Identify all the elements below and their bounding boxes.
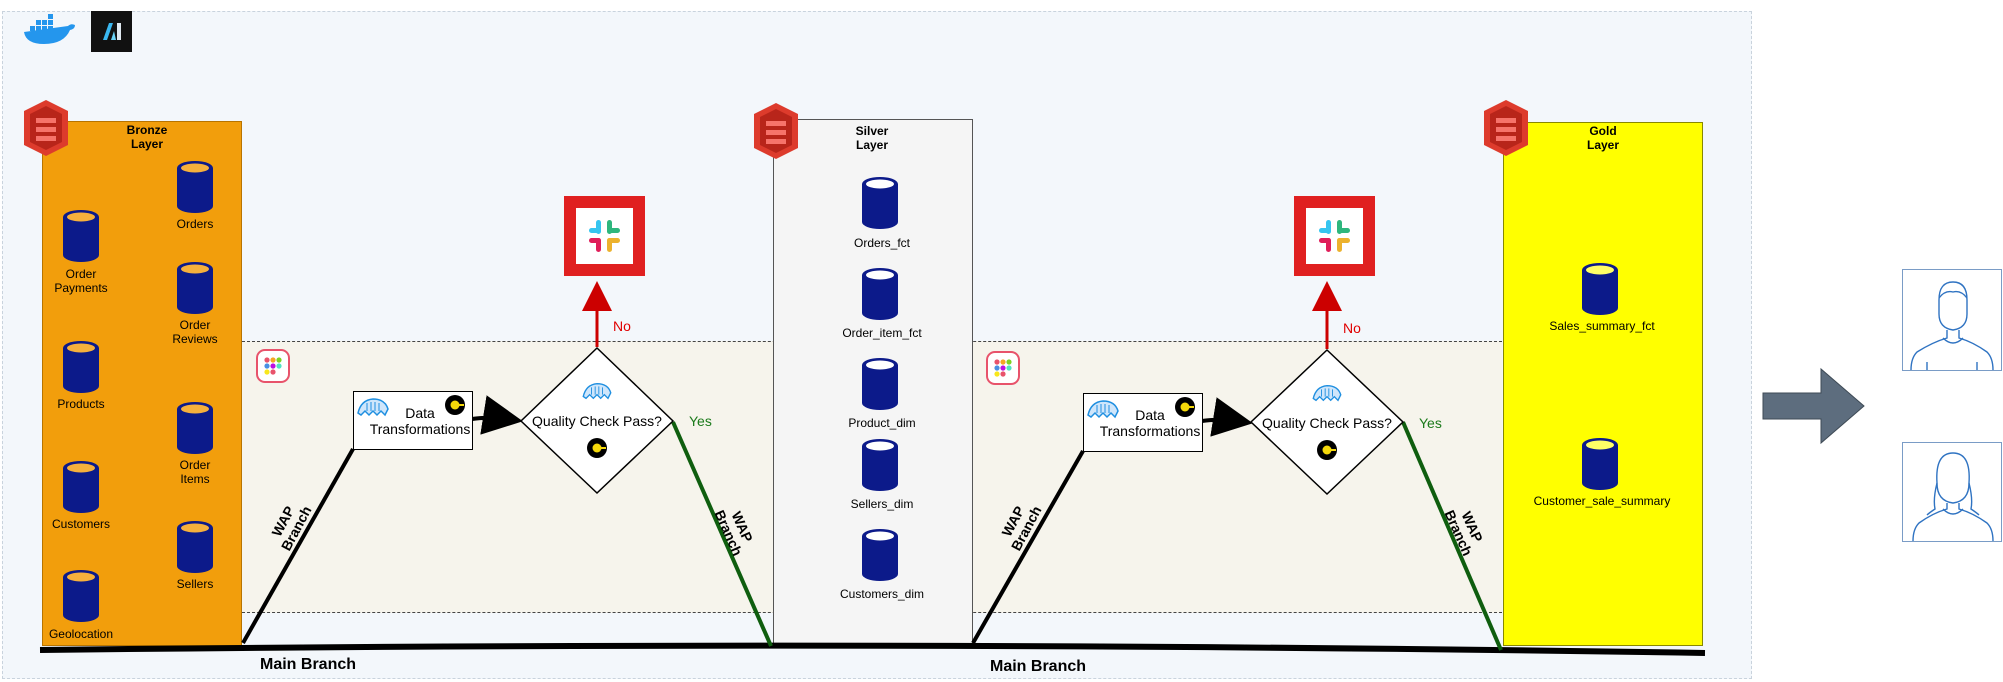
quality-icon xyxy=(986,351,1020,385)
soda-icon xyxy=(1175,397,1195,417)
lakefs-icon xyxy=(1087,400,1119,419)
database-icon xyxy=(862,358,898,410)
silver-label: Product_dim xyxy=(848,416,916,430)
database-icon xyxy=(1582,263,1618,315)
bronze-label: Sellers xyxy=(176,577,214,591)
data-transformations-label: Data Transformations xyxy=(369,404,471,437)
bronze-table-sellers xyxy=(175,521,215,578)
database-icon xyxy=(63,341,99,393)
slack-icon-container xyxy=(576,208,633,264)
bronze-label: Orders xyxy=(176,217,214,231)
silver-layer-title: Silver Layer xyxy=(855,124,889,152)
soda-icon xyxy=(1317,440,1337,460)
bronze-table-order-payments xyxy=(61,210,101,267)
gold-layer xyxy=(1503,122,1703,646)
database-icon xyxy=(177,262,213,314)
airflow-icon xyxy=(91,11,132,52)
main-branch-line xyxy=(39,642,1706,656)
wap-merge-line xyxy=(671,421,773,647)
database-icon xyxy=(862,439,898,491)
gold-layer-title: Gold Layer xyxy=(1586,124,1620,152)
quality-check-diamond xyxy=(1249,348,1405,496)
lakefs-icon xyxy=(582,382,612,400)
soda-icon xyxy=(587,438,607,458)
bronze-label: Order Items xyxy=(179,458,211,486)
database-icon xyxy=(177,161,213,213)
silver-label: Customers_dim xyxy=(839,587,925,601)
no-label: No xyxy=(1343,320,1361,336)
quality-check-label: Quality Check Pass? xyxy=(1262,415,1392,431)
gold-table-sales-summary-fct xyxy=(1582,263,1622,320)
bronze-table-customers xyxy=(61,461,101,518)
soda-icon xyxy=(445,395,465,415)
wap-merge-line xyxy=(1401,421,1503,651)
silver-table-product-dim xyxy=(862,358,902,415)
user-avatar xyxy=(1902,442,2002,542)
slack-icon-container xyxy=(1306,208,1363,264)
user-icon xyxy=(1910,281,1994,371)
transform-to-quality-arrow xyxy=(1201,397,1253,437)
slack-icon xyxy=(1319,220,1350,252)
bronze-label: Customers xyxy=(51,517,110,531)
user-avatar xyxy=(1902,269,2002,371)
bronze-table-geolocation xyxy=(61,570,101,627)
bronze-layer-title: Bronze Layer xyxy=(126,123,168,151)
silver-table-orders-fct xyxy=(862,177,902,234)
no-label: No xyxy=(613,318,631,334)
slack-alert xyxy=(564,196,645,276)
aws-s3-icon xyxy=(24,100,68,156)
gold-table-customer-sale-summary xyxy=(1582,438,1622,495)
bronze-table-order-items xyxy=(175,402,215,459)
data-transformations-box: Data Transformations xyxy=(1083,393,1203,452)
lakefs-icon xyxy=(357,398,389,417)
quality-check-label: Quality Check Pass? xyxy=(532,413,662,429)
silver-label: Sellers_dim xyxy=(850,497,914,511)
silver-table-order-item-fct xyxy=(862,268,902,325)
database-icon xyxy=(63,461,99,513)
database-icon xyxy=(177,402,213,454)
transform-to-quality-arrow xyxy=(471,395,523,435)
database-icon xyxy=(862,177,898,229)
main-branch-label: Main Branch xyxy=(260,656,357,673)
yes-label: Yes xyxy=(689,413,712,429)
aws-s3-icon xyxy=(1484,100,1528,156)
bronze-table-products xyxy=(61,341,101,398)
bronze-label: Products xyxy=(57,397,105,411)
bronze-label: Geolocation xyxy=(48,627,114,641)
lakefs-icon xyxy=(1312,384,1342,402)
quality-icon xyxy=(256,349,290,383)
database-icon xyxy=(862,268,898,320)
yes-label: Yes xyxy=(1419,415,1442,431)
output-arrow xyxy=(1762,367,1865,445)
database-icon xyxy=(63,570,99,622)
silver-label: Orders_fct xyxy=(853,236,910,250)
wap-branch-line xyxy=(241,448,355,644)
user-icon xyxy=(1912,452,1994,542)
silver-label: Order_item_fct xyxy=(842,326,922,340)
slack-icon xyxy=(589,220,620,252)
silver-table-customers-dim xyxy=(862,529,902,586)
database-icon xyxy=(63,210,99,262)
wap-branch-line xyxy=(971,450,1085,644)
database-icon xyxy=(862,529,898,581)
quality-check-diamond xyxy=(519,346,675,495)
docker-icon xyxy=(24,14,75,44)
bronze-label: Order Reviews xyxy=(172,318,218,346)
bronze-table-order-reviews xyxy=(175,262,215,319)
aws-s3-icon xyxy=(754,103,798,159)
slack-alert xyxy=(1294,196,1375,276)
gold-label: Sales_summary_fct xyxy=(1549,319,1655,333)
main-branch-label: Main Branch xyxy=(990,658,1087,675)
bronze-label: Order Payments xyxy=(54,267,108,295)
database-icon xyxy=(1582,438,1618,490)
gold-label: Customer_sale_summary xyxy=(1533,494,1671,508)
database-icon xyxy=(177,521,213,573)
silver-table-sellers-dim xyxy=(862,439,902,496)
bronze-table-orders xyxy=(175,161,215,218)
data-transformations-label: Data Transformations xyxy=(1099,406,1201,439)
